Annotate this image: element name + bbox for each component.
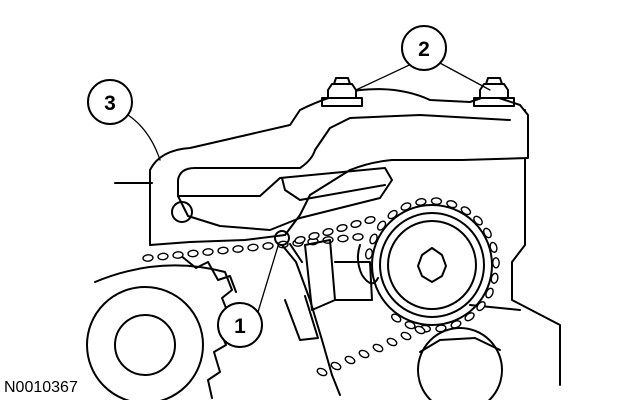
- chain-guide: [284, 239, 373, 341]
- chain-link: [358, 349, 370, 359]
- chain-link: [330, 361, 342, 371]
- chain-link: [473, 215, 483, 226]
- chain-link: [142, 254, 154, 262]
- callout-3: 3: [87, 79, 133, 125]
- retaining-pin: [274, 230, 341, 396]
- chain-link: [372, 343, 384, 353]
- chain-link: [352, 233, 364, 241]
- chain-link: [202, 248, 214, 256]
- chain-link: [344, 355, 356, 365]
- svg-text:3: 3: [104, 92, 116, 115]
- camshaft-sprocket: [356, 204, 493, 326]
- chain-link: [476, 301, 486, 312]
- chain-link: [430, 197, 443, 206]
- chain-link: [316, 367, 328, 377]
- callout-1: 1: [217, 302, 263, 348]
- chain-link: [336, 223, 348, 233]
- chain-link: [337, 234, 349, 243]
- chain-link: [350, 219, 362, 229]
- chain-link: [232, 245, 244, 253]
- chain-link: [217, 246, 229, 255]
- chain-link: [308, 231, 320, 241]
- chain-link: [247, 243, 259, 252]
- chain-link: [322, 227, 334, 237]
- chain-link: [172, 251, 184, 259]
- crankshaft-gear: [86, 254, 237, 400]
- chain-holding-tool: [114, 88, 529, 246]
- reference-code: N0010367: [4, 379, 78, 396]
- chain-link: [294, 235, 306, 245]
- svg-text:1: 1: [234, 315, 246, 338]
- chain-link: [414, 325, 426, 335]
- chain-link: [262, 242, 274, 250]
- lower-idler-sprocket: [417, 327, 503, 400]
- chain-link: [187, 249, 199, 258]
- callout-2: 2: [401, 25, 447, 71]
- svg-text:2: 2: [418, 38, 430, 61]
- bolt-right: [473, 77, 515, 107]
- chain-link: [157, 252, 169, 261]
- bolt-left: [321, 77, 363, 107]
- chain-link: [400, 331, 412, 341]
- chain-link: [492, 257, 500, 269]
- chain-link: [364, 215, 376, 225]
- timing-chain: [142, 197, 500, 377]
- chain-link: [386, 337, 398, 347]
